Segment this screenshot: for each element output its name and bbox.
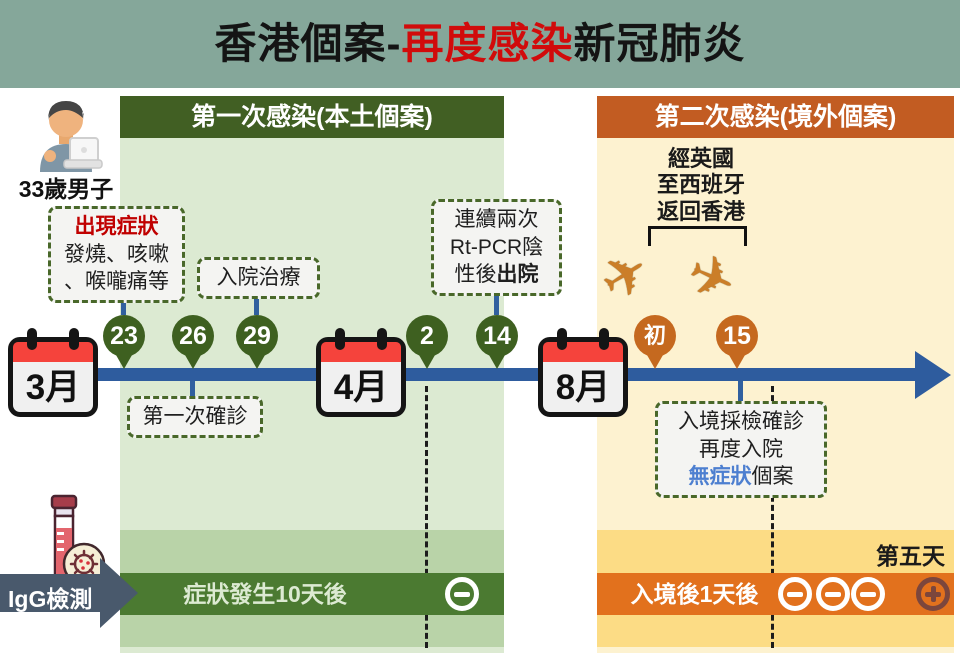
travel-line3: 返回香港 [656, 198, 745, 224]
date-pin-14: 14 [476, 315, 518, 369]
day5-label: 第五天 [876, 543, 945, 569]
calendar-ring-icon [335, 328, 345, 350]
discharge-line2: Rt-PCR陰 [449, 235, 544, 259]
travel-route-note: 經英國 至西班牙 返回香港 [636, 146, 766, 225]
symptoms-line1: 發燒、咳嗽 [64, 242, 169, 266]
entry-line1: 入境採檢確診 [678, 410, 804, 433]
second-infection-header: 第二次感染(境外個案) [597, 96, 954, 138]
travel-line2: 至西班牙 [656, 172, 745, 198]
callout-first-diagnosis: 第一次確診 [127, 396, 263, 438]
positive-result-icon [916, 577, 950, 611]
first-test-bar-label: 症狀發生10天後 [183, 581, 347, 607]
second-test-bar-label: 入境後1天後 [630, 581, 759, 607]
patient-age-label: 33歲男子 [18, 176, 114, 202]
igg-arrow-icon [0, 558, 138, 628]
date-pin-23: 23 [103, 315, 145, 369]
date-pin-early: 初 [634, 315, 676, 369]
negative-result-icon [816, 577, 850, 611]
entry-line3-highlight: 無症狀 [688, 465, 752, 489]
discharge-line3-prefix: 性後 [454, 263, 497, 287]
calendar-header [321, 342, 401, 362]
travel-bracket [648, 226, 747, 246]
negative-result-icon [445, 577, 479, 611]
date-pin-26: 26 [172, 315, 214, 369]
calendar-ring-icon [69, 328, 79, 350]
title-prefix: 香港個案- [214, 20, 402, 67]
entry-line3-suffix: 個案 [751, 465, 794, 489]
entry-line3: 無症狀個案 [666, 463, 816, 491]
date-pin-2: 2 [406, 315, 448, 369]
calendar-ring-icon [557, 328, 567, 350]
calendar-month-label: 4月 [333, 368, 389, 407]
title-suffix: 新冠肺炎 [573, 20, 746, 67]
calendar-ring-icon [27, 328, 37, 350]
timeline-axis [55, 368, 917, 381]
first-infection-header: 第一次感染(本土個案) [120, 96, 504, 138]
negative-result-icon [851, 577, 885, 611]
callout-symptoms: 出現症狀 發燒、咳嗽 、喉嚨痛等 [48, 206, 185, 304]
stem-discharge-pin14 [494, 288, 499, 315]
timeline-arrowhead-icon [915, 351, 951, 399]
page-title: 香港個案-再度感染新冠肺炎 [0, 0, 960, 88]
calendar-header [13, 342, 93, 362]
calendar-ring-icon [377, 328, 387, 350]
dashed-guide-line-april2 [425, 386, 428, 648]
igg-test-label: IgG檢測 [8, 586, 93, 612]
stem-pin15-entry [738, 381, 743, 403]
discharge-line1: 連續兩次 [454, 208, 539, 231]
calendar-header [543, 342, 623, 362]
title-band: 香港個案-再度感染新冠肺炎 [0, 0, 960, 88]
stem-pin26-firstdx [190, 381, 195, 398]
dashed-guide-line-day5 [771, 386, 774, 648]
person-laptop-icon [40, 101, 103, 172]
discharge-line3-bold: 出院 [496, 263, 539, 287]
calendar-april: 4月 [316, 328, 406, 417]
stem-admission-pin29 [254, 289, 259, 315]
travel-line1: 經英國 [667, 146, 734, 171]
calendar-august: 8月 [538, 328, 628, 417]
calendar-march: 3月 [8, 328, 98, 417]
symptoms-line2: 、喉嚨痛等 [64, 270, 169, 294]
entry-line2: 再度入院 [699, 437, 783, 461]
callout-discharge: 連續兩次 Rt-PCR陰 性後出院 [431, 199, 562, 297]
discharge-line3: 性後出院 [442, 261, 551, 289]
first-test-bar: 症狀發生10天後 [120, 573, 504, 615]
calendar-ring-icon [599, 328, 609, 350]
calendar-month-label: 8月 [555, 368, 611, 407]
symptoms-title: 出現症狀 [74, 215, 159, 238]
second-test-bar: 入境後1天後 [597, 573, 954, 615]
callout-entry-test: 入境採檢確診 再度入院 無症狀個案 [655, 401, 827, 499]
negative-result-icon [778, 577, 812, 611]
calendar-month-label: 3月 [25, 368, 81, 407]
callout-admission: 入院治療 [197, 257, 320, 299]
stem-symptoms-pin23 [121, 297, 126, 315]
date-pin-15: 15 [716, 315, 758, 369]
date-pin-29: 29 [236, 315, 278, 369]
title-highlight: 再度感染 [401, 20, 574, 67]
